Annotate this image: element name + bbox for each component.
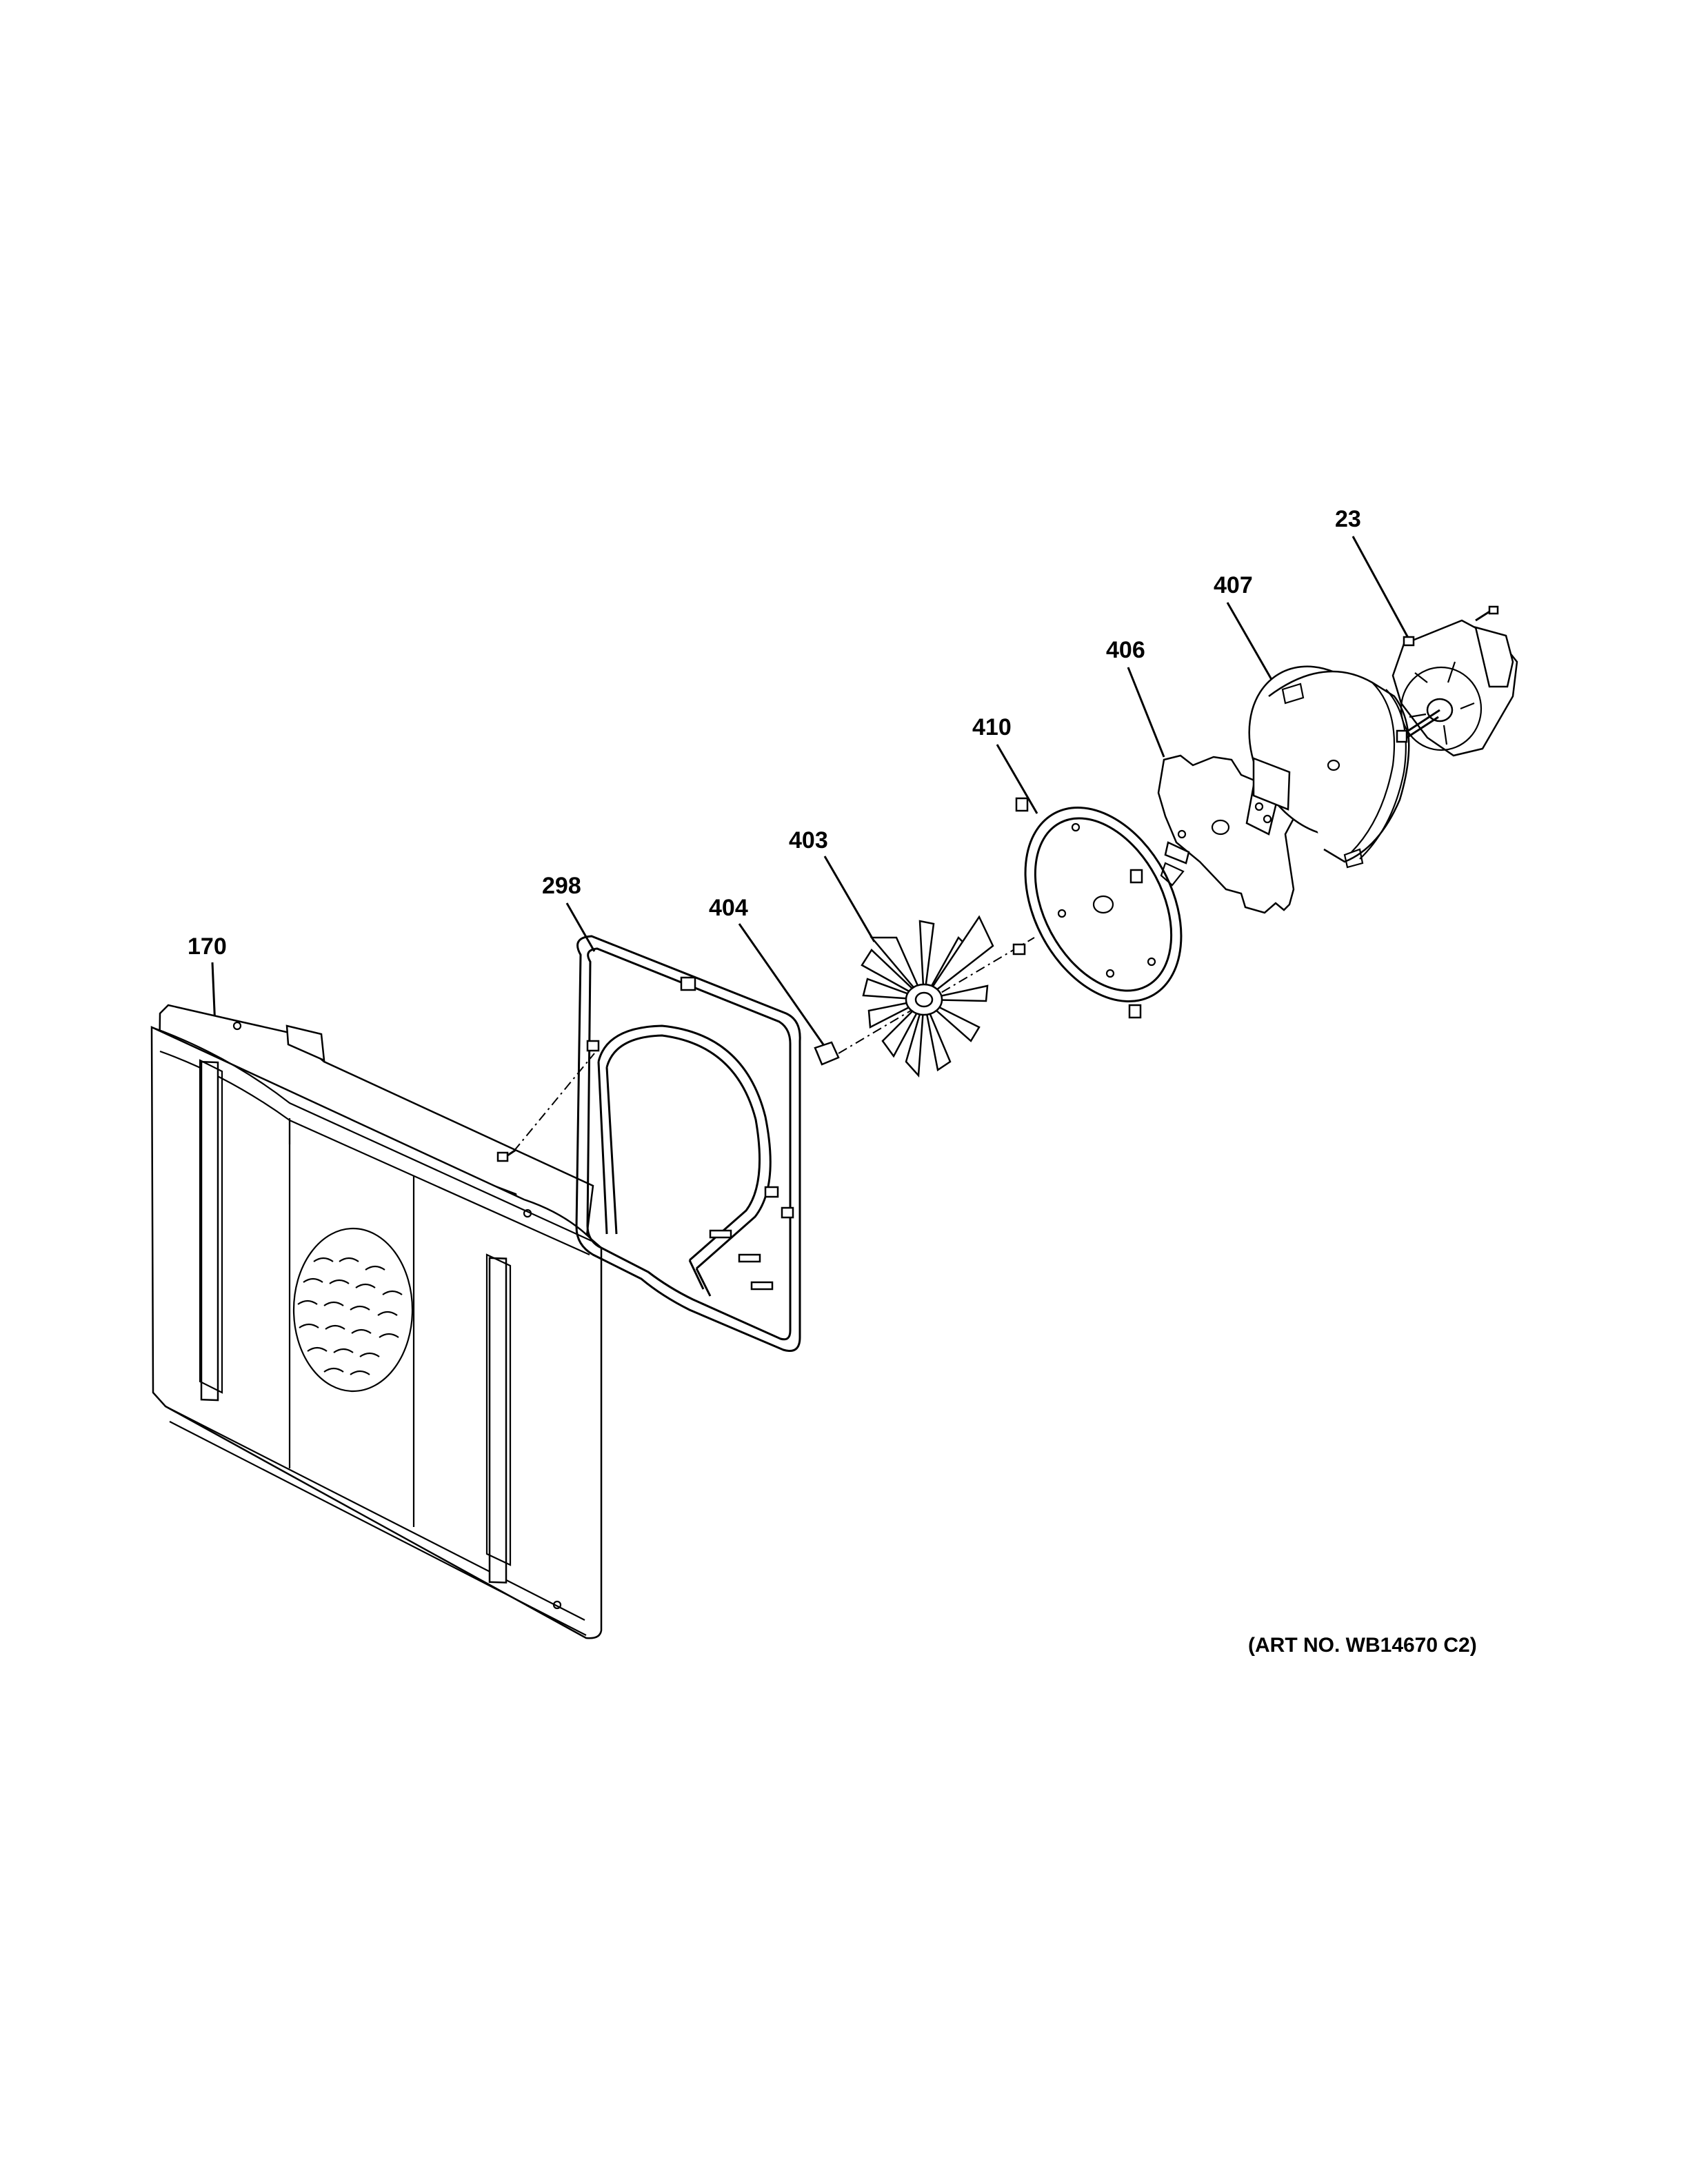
- rear-panel-170[interactable]: [150, 1004, 603, 1639]
- shaft-axis: [838, 937, 1035, 1054]
- art-number: (ART NO. WB14670 C2): [1248, 1634, 1477, 1657]
- callout-410: 410: [972, 714, 1012, 740]
- leader-lines: [211, 536, 1414, 1047]
- callout-404: 404: [709, 895, 748, 921]
- heating-element-298[interactable]: [575, 935, 801, 1352]
- callout-labels: 170 298 404 403 410 406 407 23: [188, 506, 1361, 960]
- callout-403: 403: [789, 827, 828, 853]
- callout-170: 170: [188, 933, 227, 960]
- callout-298: 298: [542, 873, 581, 899]
- vent-grille: [292, 1227, 414, 1393]
- fan-motor-23[interactable]: [1391, 605, 1518, 757]
- callout-407: 407: [1214, 572, 1253, 598]
- screw-icon: [496, 1053, 595, 1162]
- nut-404[interactable]: [814, 1041, 840, 1066]
- callout-23: 23: [1335, 506, 1361, 532]
- callout-406: 406: [1106, 637, 1145, 663]
- fan-baffle-410[interactable]: [994, 781, 1212, 1029]
- fan-blade-403[interactable]: [861, 915, 994, 1078]
- insulation-407[interactable]: [1219, 639, 1428, 869]
